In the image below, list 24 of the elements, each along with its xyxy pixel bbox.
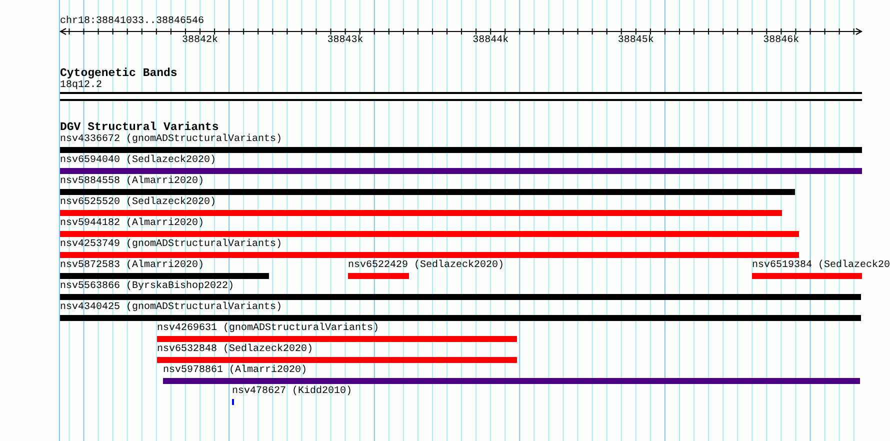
tick-label: 38843k [327, 35, 364, 47]
feature-label: nsv4336672 (gnomADStructuralVariants) [60, 134, 282, 146]
feature-label: nsv4253749 (gnomADStructuralVariants) [60, 239, 282, 251]
feature-label: nsv5978861 (Almarri2020) [163, 365, 308, 377]
feature-label: nsv5872583 (Almarri2020) [60, 260, 204, 272]
band-label: 18q12.2 [60, 80, 102, 92]
feature-label: nsv6525520 (Sedlazeck2020) [60, 197, 216, 209]
feature-label: nsv6532848 (Sedlazeck2020) [157, 344, 314, 356]
feature-label: nsv5884558 (Almarri2020) [60, 176, 204, 188]
track-heading: Cytogenetic Bands [60, 67, 178, 80]
location-label: chr18:38841033..38846546 [60, 16, 204, 28]
tick-label: 38845k [618, 35, 654, 47]
feature-label: nsv4340425 (gnomADStructuralVariants) [60, 302, 282, 314]
feature-label: nsv6522429 (Sedlazeck2020) [348, 260, 504, 272]
feature-label: nsv478627 (Kidd2010) [232, 386, 352, 398]
tick-label: 38844k [472, 35, 509, 47]
track-heading: DGV Structural Variants [60, 121, 219, 134]
feature-label: nsv4269631 (gnomADStructuralVariants) [157, 323, 380, 335]
feature-label: nsv6594040 (Sedlazeck2020) [60, 155, 216, 167]
tick-label: 38846k [763, 35, 800, 47]
tick-label: 38842k [182, 35, 218, 47]
feature-label: nsv5944182 (Almarri2020) [60, 218, 204, 230]
feature-label: nsv5563866 (ByrskaBishop2022) [60, 281, 234, 293]
feature-label: nsv6519384 (Sedlazeck20 [752, 260, 890, 272]
